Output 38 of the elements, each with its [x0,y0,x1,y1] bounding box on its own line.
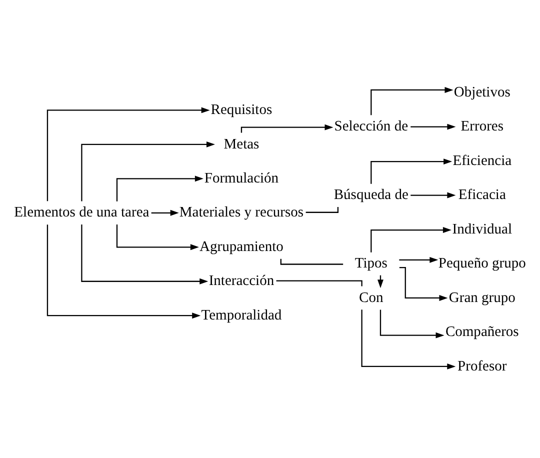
arrow [116,224,199,250]
arrow [410,123,456,130]
node-text: Temporalidad [201,306,282,323]
node-text: Tipos [354,255,388,272]
node-text: Selección de [334,118,408,134]
node-text: Interacción [208,272,274,289]
node-text: Con [359,289,384,306]
node-text: Eficacia [458,186,506,203]
arrow [380,309,444,338]
arrow [370,86,454,115]
arrow [399,256,438,262]
arrow [370,226,452,252]
arrow [46,224,201,318]
arrow [370,158,452,184]
node-text: Búsqueda de [334,186,408,203]
arrow [399,266,448,300]
node-text: Eficiencia [452,152,512,168]
node-text: Gran grupo [448,289,516,306]
arrow [81,224,208,284]
arrow [81,140,215,201]
arrow [361,309,456,369]
connector [276,280,362,286]
node-text: Pequeño grupo [438,255,526,272]
node-text: Objetivos [454,84,510,100]
node-text: Individual [452,220,512,237]
node-text: Formulación [204,170,279,186]
node-text: Elementos de una tarea [14,204,150,220]
arrow [410,192,456,198]
arrow [151,209,179,216]
node-text: Materiales y recursos [179,204,304,220]
arrow [46,106,210,201]
arrow [116,175,204,201]
node-text: Compañeros [445,324,519,340]
node-text: Agrupamiento [200,238,284,254]
node-text: Errores [460,118,504,134]
node-text: Profesor [458,358,507,374]
node-text: Metas [224,136,260,152]
node-text: Requisitos [210,102,272,118]
